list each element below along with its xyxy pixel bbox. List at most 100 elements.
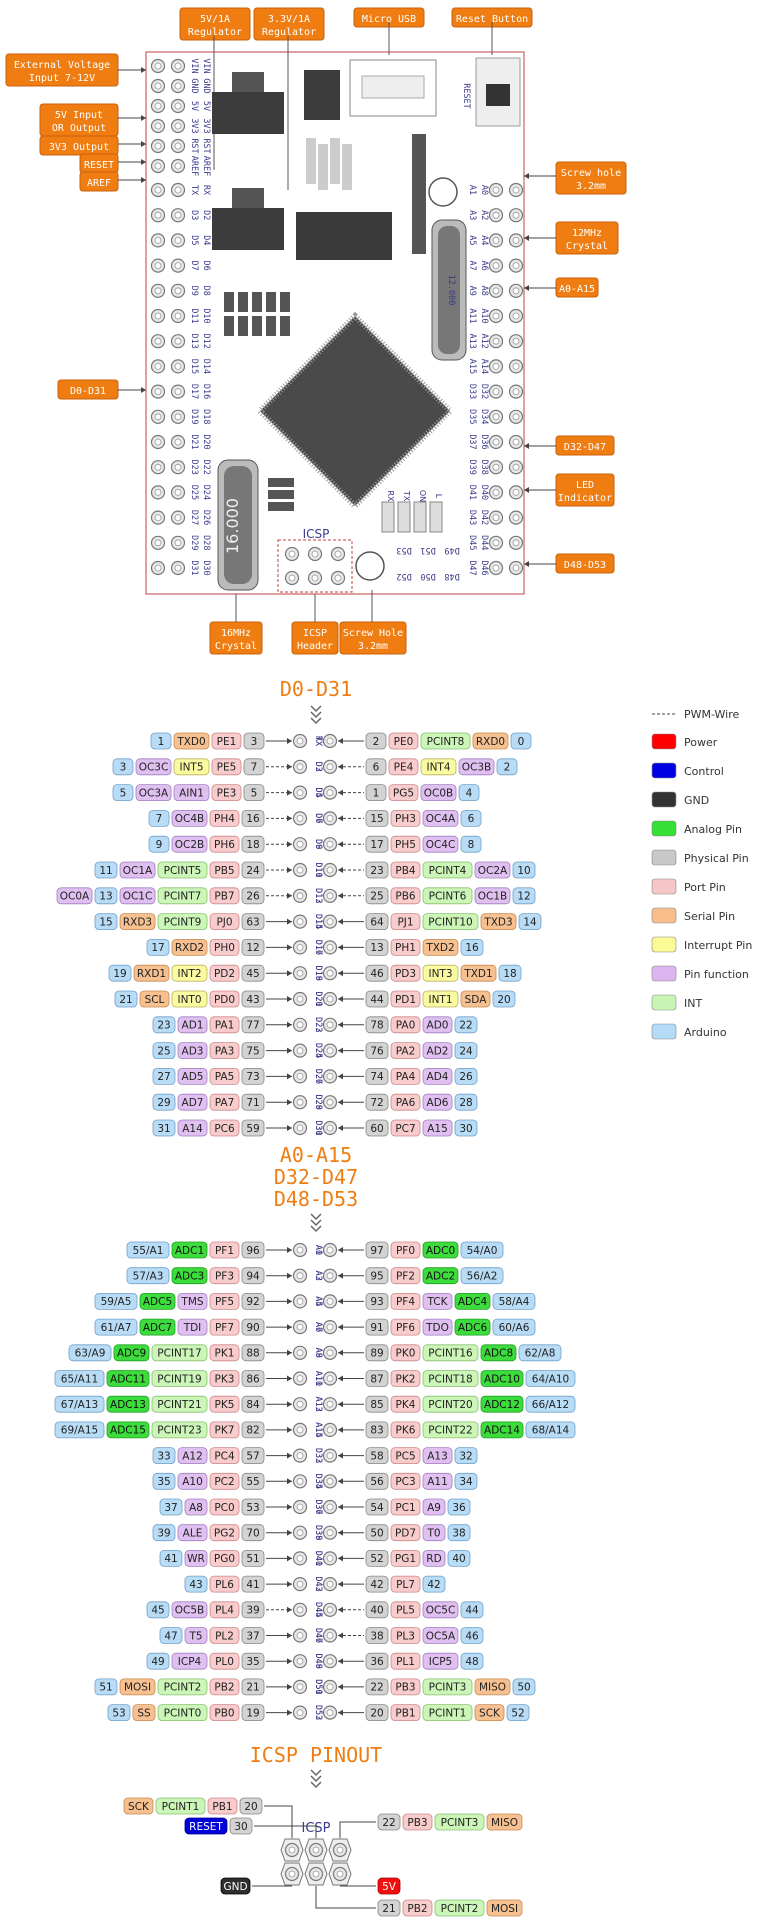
wire-arrow — [287, 738, 292, 744]
pin-label-phys: 12 — [241, 939, 265, 956]
pin-label-ard: 40 — [447, 1550, 471, 1567]
tag-text: 17 — [151, 942, 164, 954]
tag-bg — [422, 1395, 479, 1413]
callout-text: 5V/1A — [200, 14, 230, 25]
wire-arrow — [287, 841, 292, 848]
header-pin-name: D27 — [313, 1069, 323, 1084]
pin-hole-center — [326, 1073, 334, 1080]
pin-hole-center — [296, 892, 304, 900]
tag-bg — [171, 1601, 208, 1619]
tag-bg — [151, 1370, 208, 1387]
pin-hole-center — [174, 312, 182, 320]
tag-bg — [388, 732, 419, 750]
pin-hole-center — [296, 969, 304, 977]
tag-text: 38 — [452, 1528, 465, 1540]
legend-label: Serial Pin — [684, 910, 735, 923]
pin-label-int: PCINT8 — [420, 732, 471, 750]
right-pin-name: A12 — [479, 334, 489, 349]
tag-bg — [458, 784, 480, 801]
pin-label-phys: 84 — [241, 1395, 265, 1413]
pin-label-ard: 67/A13 — [54, 1395, 105, 1413]
pin-label-ser: RXD3 — [119, 913, 156, 930]
digital-pin-name: RX — [201, 185, 211, 196]
tag-bg — [209, 1016, 240, 1034]
tag-bg — [177, 1068, 208, 1085]
tag-bg — [365, 835, 389, 853]
digital-pin-name: D8 — [201, 286, 211, 296]
tag-bg — [422, 1704, 473, 1721]
tag-bg — [480, 1421, 524, 1439]
right-pin-name: D47 — [467, 560, 477, 575]
pin-label-ard: 11 — [94, 861, 118, 879]
pin-label-ser: MISO — [474, 1678, 511, 1696]
tag-bg — [146, 1652, 170, 1670]
tag-bg — [420, 758, 457, 776]
tag-text: 22 — [382, 1817, 395, 1829]
pin-label-port: PD1 — [390, 990, 421, 1008]
power-pin-name: RST — [201, 138, 211, 153]
pin-label-phys: 63 — [241, 913, 265, 930]
legend-label: GND — [684, 794, 709, 807]
tag-bg — [171, 835, 208, 853]
tag-bg — [171, 939, 208, 956]
tag-text: PD3 — [395, 968, 416, 980]
pin-label-phys: 85 — [365, 1395, 389, 1413]
pin-label-phys: 72 — [365, 1093, 389, 1111]
tag-bg — [480, 1370, 524, 1387]
legend-swatch — [651, 878, 677, 895]
pin-label-port: PB3 — [402, 1813, 433, 1831]
legend-swatch — [651, 762, 677, 779]
wire-arrow — [338, 1324, 343, 1331]
pin-label-ard: 68/A14 — [525, 1421, 576, 1439]
screw-hole-bottom — [355, 551, 385, 581]
pin-label-func: OC3B — [458, 758, 495, 776]
tag-text: ADC6 — [458, 1322, 488, 1334]
usb-chip — [296, 212, 392, 260]
tag-text: PL0 — [215, 1656, 234, 1668]
pin-label-func: AD6 — [422, 1093, 453, 1111]
led-label: RX — [386, 490, 395, 502]
tag-text: 89 — [370, 1348, 383, 1360]
section-title-icsp-pinout: ICSP PINOUT — [250, 1743, 382, 1767]
tag-bg — [422, 1627, 459, 1644]
tag-bg — [126, 1267, 170, 1285]
tag-text: 67/A13 — [61, 1399, 98, 1411]
callout-box — [339, 621, 407, 655]
tag-bg — [152, 1093, 176, 1111]
diode — [304, 70, 340, 120]
pin-label-int: PCINT6 — [422, 887, 473, 905]
tag-bg — [365, 1293, 389, 1310]
tag-bg — [512, 887, 536, 905]
pin-label-ard: 0 — [510, 732, 532, 750]
tag-bg — [173, 732, 210, 750]
tag-bg — [112, 784, 134, 801]
pin-label-port: PB5 — [209, 861, 240, 879]
pin-hole-center — [311, 574, 319, 582]
tag-bg — [173, 758, 210, 776]
wire-arrow — [338, 1555, 343, 1562]
wire-arrow — [524, 561, 529, 567]
tag-text: PH0 — [214, 942, 235, 954]
tag-text: INT3 — [428, 968, 452, 980]
tag-text: 22 — [459, 1020, 472, 1032]
right-pin-name: A0 — [479, 185, 489, 195]
tag-bg — [512, 1678, 536, 1696]
wire-arrow — [287, 1349, 292, 1356]
header-pin-name: A6 — [313, 1322, 323, 1332]
tag-text: PL3 — [396, 1630, 415, 1642]
pin-label-ard: 69/A15 — [54, 1421, 105, 1439]
callout-text: D32-D47 — [564, 442, 606, 453]
tag-text: 51 — [99, 1682, 112, 1694]
pin-label-port: PF0 — [390, 1241, 421, 1259]
tag-text: PD0 — [214, 994, 235, 1006]
pin-hole-center — [296, 1555, 304, 1562]
tag-text: OC2A — [478, 865, 508, 877]
tag-bg — [390, 939, 421, 956]
wire-arrow — [141, 115, 146, 121]
tag-bg — [422, 1421, 479, 1439]
pin-label-phys: 60 — [365, 1119, 389, 1137]
pin-hole-center — [334, 550, 342, 558]
